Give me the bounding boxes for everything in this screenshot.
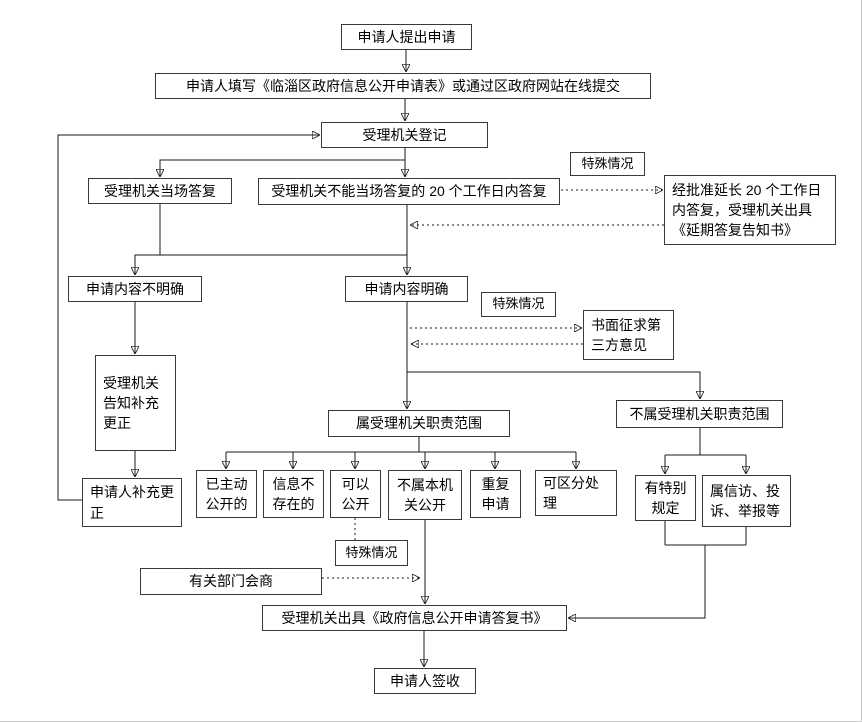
node-already-public: 已主动公开的 [196, 470, 257, 518]
node-repeat-apply-label: 重复申请 [481, 475, 510, 512]
node-onspot-reply: 受理机关当场答复 [88, 178, 232, 204]
node-special-case-1: 特殊情况 [570, 152, 645, 176]
node-register-label: 受理机关登记 [362, 126, 447, 143]
node-special-case-2: 特殊情况 [481, 292, 556, 317]
node-fill-form: 申请人填写《临淄区政府信息公开申请表》或通过区政府网站在线提交 [155, 73, 651, 99]
node-consult: 有关部门会商 [140, 568, 322, 595]
node-reply-doc-label: 受理机关出具《政府信息公开申请答复书》 [281, 609, 548, 626]
node-special-case-1-label: 特殊情况 [581, 155, 634, 171]
node-sign: 申请人签收 [374, 668, 476, 694]
node-applicant-supplement: 申请人补充更正 [82, 478, 182, 527]
node-content-unclear: 申请内容不明确 [68, 276, 202, 302]
node-reply-20days-label: 受理机关不能当场答复的 20 个工作日内答复 [271, 183, 547, 200]
node-petition: 属信访、投诉、举报等 [702, 475, 791, 527]
node-content-clear: 申请内容明确 [345, 276, 468, 302]
node-register: 受理机关登记 [321, 122, 488, 148]
node-repeat-apply: 重复申请 [470, 470, 521, 518]
connector-register-to-onspot [160, 159, 405, 176]
node-notify-supplement-label: 受理机关告知补充更正 [103, 374, 159, 432]
node-in-scope-label: 属受理机关职责范围 [356, 415, 482, 432]
node-out-scope: 不属受理机关职责范围 [616, 400, 783, 428]
node-special-case-3: 特殊情况 [335, 540, 408, 566]
node-notify-supplement: 受理机关告知补充更正 [95, 355, 176, 451]
node-special-rule: 有特别规定 [635, 475, 696, 521]
node-special-case-3-label: 特殊情况 [345, 544, 398, 560]
node-extend-reply: 经批准延长 20 个工作日内答复，受理机关出具《延期答复告知书》 [664, 175, 836, 245]
node-extend-reply-label: 经批准延长 20 个工作日内答复，受理机关出具《延期答复告知书》 [672, 181, 822, 239]
node-content-clear-label: 申请内容明确 [364, 280, 449, 297]
node-apply-label: 申请人提出申请 [357, 28, 456, 45]
node-separable: 可区分处理 [535, 470, 617, 516]
node-petition-label: 属信访、投诉、举报等 [710, 482, 780, 519]
node-special-rule-label: 有特别规定 [644, 479, 687, 516]
node-not-this-org-label: 不属本机关公开 [397, 476, 453, 513]
node-info-not-exist-label: 信息不存在的 [272, 475, 315, 512]
node-consult-label: 有关部门会商 [189, 573, 273, 590]
node-can-public: 可以公开 [330, 470, 381, 518]
node-separable-label: 可区分处理 [543, 474, 599, 511]
node-already-public-label: 已主动公开的 [205, 475, 248, 512]
connector-split-to-unclear [135, 254, 407, 274]
connector-joints [159, 204, 747, 546]
node-reply-doc: 受理机关出具《政府信息公开申请答复书》 [262, 605, 567, 631]
connector-right-branch-to-replydoc [569, 545, 706, 618]
node-not-this-org: 不属本机关公开 [388, 470, 462, 520]
node-fill-form-label: 申请人填写《临淄区政府信息公开申请表》或通过区政府网站在线提交 [186, 77, 620, 94]
node-applicant-supplement-label: 申请人补充更正 [90, 484, 174, 521]
node-onspot-reply-label: 受理机关当场答复 [104, 182, 216, 199]
connector-supplement-loop-to-register [57, 135, 319, 501]
node-sign-label: 申请人签收 [390, 672, 460, 689]
node-reply-20days: 受理机关不能当场答复的 20 个工作日内答复 [258, 178, 560, 205]
node-can-public-label: 可以公开 [341, 475, 370, 512]
node-in-scope: 属受理机关职责范围 [328, 410, 510, 437]
node-special-case-2-label: 特殊情况 [492, 296, 545, 312]
node-third-party-label: 书面征求第三方意见 [591, 316, 661, 353]
node-info-not-exist: 信息不存在的 [263, 470, 324, 518]
node-third-party: 书面征求第三方意见 [583, 310, 674, 360]
node-out-scope-label: 不属受理机关职责范围 [629, 405, 770, 422]
connector-clear-to-outscope [407, 371, 700, 398]
node-apply: 申请人提出申请 [341, 24, 472, 50]
node-content-unclear-label: 申请内容不明确 [86, 280, 184, 297]
